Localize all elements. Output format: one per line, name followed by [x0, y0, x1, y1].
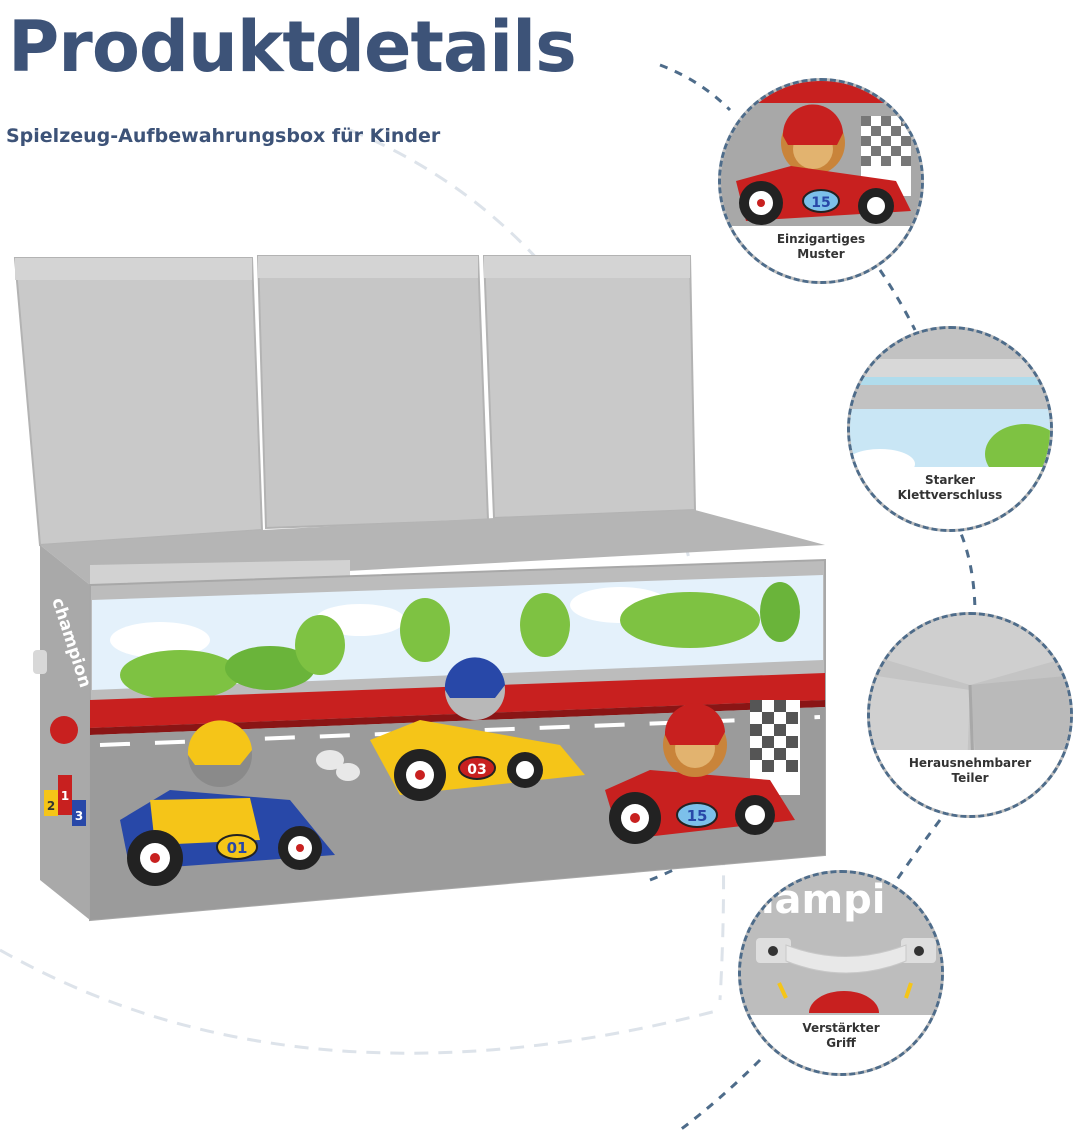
detail-box-text: hampi	[746, 877, 886, 923]
detail-circle-pattern: 15 Einzigartiges Muster	[718, 78, 924, 284]
page-title: Produktdetails	[8, 6, 577, 88]
detail-caption: Verstärkter Griff	[741, 1015, 941, 1073]
dashed-connector	[953, 519, 977, 616]
detail-circle-velcro: Starker Klettverschluss	[847, 326, 1053, 532]
dashed-connector	[659, 63, 732, 112]
podium-number-3: 3	[75, 809, 83, 823]
car-number-15: 15	[687, 807, 708, 825]
detail-car-number: 15	[811, 195, 830, 211]
lid-right	[482, 255, 697, 520]
dashed-connector	[679, 1058, 762, 1132]
detail-caption: Starker Klettverschluss	[850, 467, 1050, 529]
detail-caption: Herausnehmbarer Teiler	[870, 750, 1070, 815]
dashed-arc	[0, 948, 721, 1055]
page-subtitle: Spielzeug-Aufbewahrungsbox für Kinder	[6, 125, 441, 147]
podium-number-2: 2	[47, 799, 55, 813]
car-number-03: 03	[467, 762, 486, 778]
lid-left	[13, 257, 264, 547]
side-handle	[33, 650, 47, 674]
detail-circle-divider: Herausnehmbarer Teiler	[867, 612, 1073, 818]
car-number-01: 01	[227, 839, 248, 857]
lid-middle	[256, 255, 490, 530]
race-track	[90, 707, 825, 920]
detail-circle-handle: hampi Verstärkter Griff	[738, 870, 944, 1076]
podium-number-1: 1	[61, 789, 69, 803]
detail-caption: Einzigartiges Muster	[721, 226, 921, 281]
